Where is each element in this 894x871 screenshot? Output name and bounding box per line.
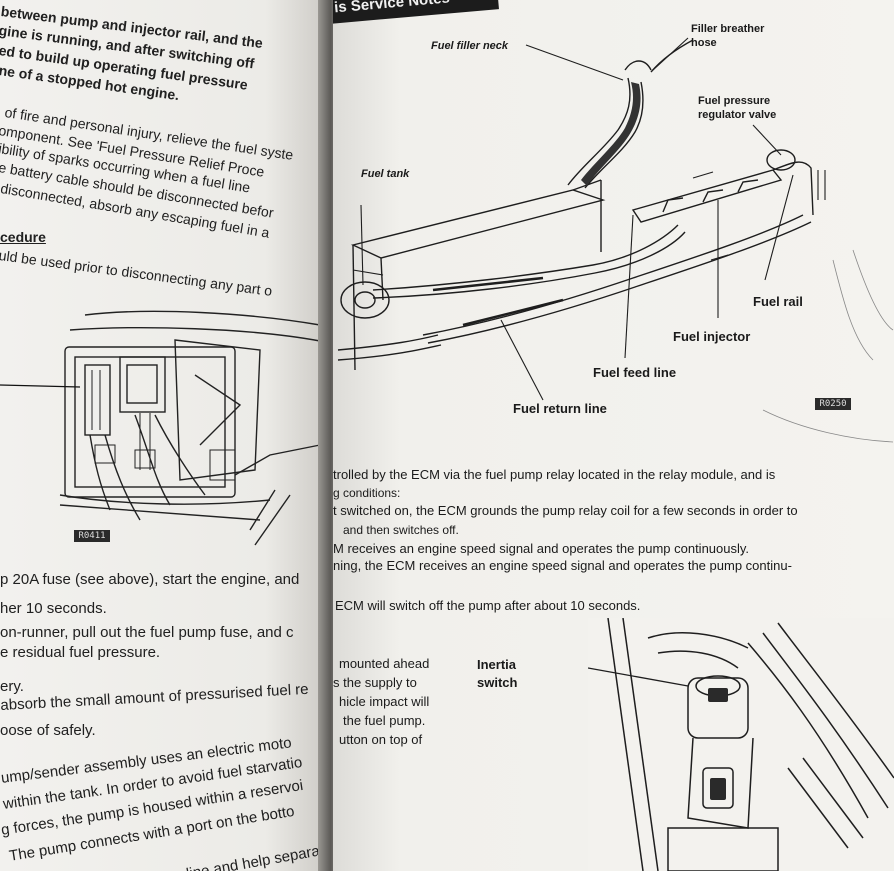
left-text-line: p 20A fuse (see above), start the engine… <box>0 571 300 588</box>
inertia-text-line: hicle impact will <box>339 694 430 709</box>
body-text-line: g conditions: <box>333 486 401 500</box>
left-text-line: uld be used prior to disconnecting any p… <box>0 247 274 299</box>
left-text-line: ery. <box>0 678 24 695</box>
label-fuel-pressure-regulator-valve: Fuel pressure regulator valve <box>698 95 777 121</box>
label-fuel-tank: Fuel tank <box>361 168 410 180</box>
inertia-text-line: the fuel pump. <box>343 713 426 728</box>
body-text-line: M receives an engine speed signal and op… <box>333 541 750 556</box>
label-fuel-rail: Fuel rail <box>753 294 803 309</box>
body-text-line: ning, the ECM receives an engine speed s… <box>333 558 792 573</box>
inertia-text-line: utton on top of <box>339 732 423 747</box>
label-fuel-feed-line: Fuel feed line <box>593 365 677 380</box>
left-text-line: e residual fuel pressure. <box>0 644 161 661</box>
fuel-system-diagram <box>337 37 894 443</box>
left-section-heading: cedure <box>0 229 46 245</box>
body-text-line: and then switches off. <box>343 523 459 537</box>
body-text-line: trolled by the ECM via the fuel pump rel… <box>333 467 776 482</box>
left-text-line: absorb the small amount of pressurised f… <box>0 680 309 714</box>
inertia-text-line: mounted ahead <box>339 656 430 671</box>
label-fuel-injector: Fuel injector <box>673 329 751 344</box>
label-fuel-filler-neck: Fuel filler neck <box>431 40 509 52</box>
right-page: is Service Notes <box>333 0 894 871</box>
body-text-line: ECM will switch off the pump after about… <box>335 598 641 613</box>
left-text-line: oose of safely. <box>0 722 96 739</box>
label-filler-breather-hose: Filler breather hose <box>691 23 765 49</box>
inertia-switch-illustration <box>588 618 894 871</box>
left-page: between pump and injector rail, and the … <box>0 0 340 871</box>
left-text-line: her 10 seconds. <box>0 600 107 617</box>
label-fuel-return-line: Fuel return line <box>513 401 607 416</box>
left-figure-tag: R0411 <box>74 530 110 542</box>
left-diagram-relay-box <box>0 310 321 546</box>
body-text-line: t switched on, the ECM grounds the pump … <box>333 503 798 518</box>
label-inertia-switch: Inertia switch <box>477 657 518 690</box>
left-text-line: line and help separa <box>185 842 322 871</box>
left-text-line: on-runner, pull out the fuel pump fuse, … <box>0 624 294 641</box>
inertia-text-line: s the supply to <box>333 675 417 690</box>
right-figure-tag: R0250 <box>815 398 851 410</box>
